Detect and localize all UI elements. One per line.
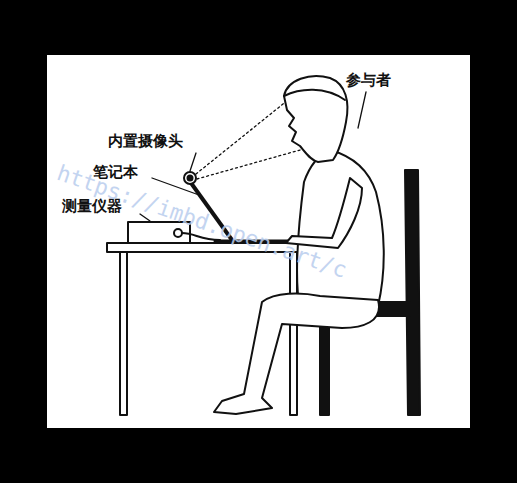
hair-line (284, 90, 345, 100)
chair-back (405, 170, 420, 415)
person-arm (286, 178, 362, 248)
device-knob (174, 229, 182, 237)
view-line (197, 150, 300, 179)
part-label: 参与者 (346, 72, 391, 89)
leader-line (358, 92, 366, 128)
view-line (196, 100, 288, 174)
person-head (284, 76, 347, 162)
leader-line (190, 153, 196, 171)
desk-leg (290, 252, 297, 415)
person-legs (214, 294, 379, 414)
camera-lens (188, 176, 193, 181)
camera (184, 172, 196, 184)
chair-leg (320, 316, 329, 415)
part-label: 内置摄像头 (108, 133, 183, 150)
desk-leg (120, 252, 127, 415)
